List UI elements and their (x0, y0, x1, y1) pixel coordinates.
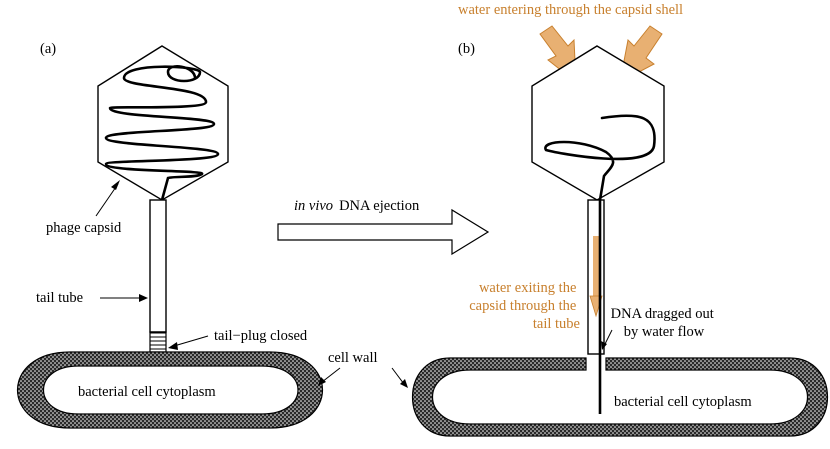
phage-capsid-label: phage capsid (46, 220, 122, 236)
water-entering-label: water entering through the capsid shell (458, 2, 683, 18)
remaining-dna-b (544, 114, 656, 202)
transition-label-italic: in vivo (294, 198, 333, 214)
panel-a-tag: (a) (40, 41, 56, 57)
cell-wall-label: cell wall (328, 350, 378, 366)
water-out-arrow-shaft (593, 236, 599, 298)
water-exiting-line-2: capsid through the (469, 298, 576, 314)
phage-capsid-pointer (95, 183, 119, 217)
dna-dragged-line-2: by water flow (624, 324, 705, 340)
cytoplasm-label-b: bacterial cell cytoplasm (614, 394, 752, 410)
tail-tube-pointer-head (139, 294, 148, 302)
cell-wall-a (17, 351, 323, 429)
phage-capsid-a (97, 45, 229, 201)
tail-plug-pointer-head (168, 342, 178, 350)
tail-plug-a (149, 331, 167, 353)
cell-wall-b (411, 357, 829, 437)
tail-tube-a (149, 199, 167, 333)
dna-dragged-line-1: DNA dragged out (611, 306, 714, 322)
dna-dragged-label: DNA dragged out by water flow (611, 306, 718, 340)
phage-capsid-pointer-head (111, 180, 120, 190)
dna-dragged-pointer-head (601, 341, 607, 350)
cell-wall-pointer-a-head (318, 377, 326, 386)
transition-label: in vivo DNA ejection (294, 198, 420, 214)
cytoplasm-label-a: bacterial cell cytoplasm (78, 384, 216, 400)
water-exiting-line-3: tail tube (533, 316, 580, 332)
cell-wall-pointer-a (321, 367, 341, 383)
water-exiting-line-1: water exiting the (479, 280, 576, 296)
packed-dna-a (104, 65, 220, 202)
dna-ejection-arrow (277, 208, 490, 256)
cell-wall-pointer-b (391, 367, 405, 385)
cell-wall-pointer-b-head (400, 379, 408, 388)
tail-tube-label: tail tube (36, 290, 83, 306)
tail-plug-pointer (173, 335, 209, 347)
panel-b-tag: (b) (458, 41, 475, 57)
water-exiting-label: water exiting the capsid through the tai… (469, 280, 580, 332)
tail-plug-label: tail−plug closed (214, 328, 308, 344)
transition-label-rest: DNA ejection (339, 198, 420, 214)
